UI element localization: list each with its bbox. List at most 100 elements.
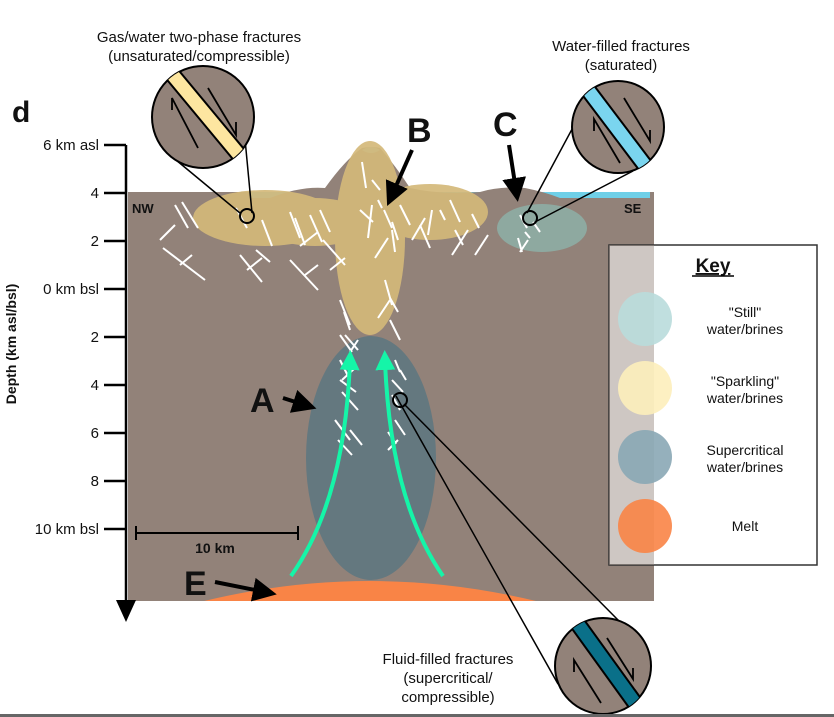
callout-water-filled-line1: Water-filled fractures — [552, 38, 690, 55]
orientation-nw: NW — [132, 201, 154, 216]
axis-arrow-icon — [116, 600, 136, 622]
key-label: Melt — [732, 518, 759, 534]
flow-arrow-right — [375, 350, 445, 578]
fracture-mark — [367, 204, 373, 239]
fracture-mark — [349, 429, 363, 446]
fracture-mark — [449, 199, 461, 223]
fracture-mark — [289, 259, 319, 291]
fracture-mark — [374, 237, 389, 259]
fracture-mark — [474, 234, 489, 256]
source-circle-fluid — [392, 392, 408, 408]
fracture-mark — [246, 257, 263, 271]
label-e: E — [184, 565, 207, 603]
fracture-mark — [419, 224, 431, 249]
fracture-mark — [255, 249, 271, 263]
key-swatch — [618, 292, 672, 346]
fracture-mark — [371, 179, 381, 191]
melt-zone — [204, 581, 536, 601]
fracture-mark — [179, 254, 193, 266]
fracture-mark — [439, 209, 446, 221]
fracture-mark — [399, 204, 411, 226]
fracture-mark — [343, 311, 351, 331]
key-label: water/brines — [706, 390, 783, 406]
fracture-mark — [289, 211, 301, 239]
axis-title: Depth (km asl/bsl) — [3, 284, 19, 405]
key-legend: Key "Still"water/brines"Sparkling"water/… — [608, 244, 818, 566]
depth-axis: 6 km asl 4 2 0 km bsl 2 4 6 8 10 km bsl Depth (k… — [3, 137, 136, 622]
fracture-mark — [341, 391, 359, 411]
source-circle-water — [522, 210, 538, 226]
axis-tick-label: 6 — [91, 425, 99, 442]
fracture-mark — [411, 217, 426, 241]
fracture-mark — [304, 264, 319, 276]
callout-fluid-filled-line2: (supercritical/ — [403, 670, 493, 687]
fracture-mark — [454, 229, 464, 246]
bottom-rule — [0, 714, 834, 717]
key-title: Key — [696, 256, 731, 277]
axis-tick-label: 4 — [91, 185, 99, 202]
fracture-mark — [329, 257, 346, 271]
axis-tick-label: 2 — [91, 233, 99, 250]
fracture-mark — [294, 217, 306, 246]
fracture-mark — [391, 379, 404, 393]
fracture-mark — [349, 339, 359, 353]
scale-bar-label: 10 km — [195, 540, 235, 556]
axis-tick-label: 4 — [91, 377, 99, 394]
fracture-mark — [159, 224, 176, 241]
axis-tick-label: 6 km asl — [43, 137, 99, 154]
fracture-mark — [261, 219, 273, 247]
axis-tick-label: 2 — [91, 329, 99, 346]
key-label: Supercritical — [706, 442, 783, 458]
fracture-mark — [359, 209, 374, 223]
fracture-mark — [339, 334, 353, 353]
fracture-mark — [519, 239, 529, 253]
fracture-mark — [299, 231, 319, 247]
fracture-mark — [344, 334, 359, 351]
label-b: B — [407, 112, 432, 150]
arrow-c — [502, 144, 527, 202]
axis-tick-label: 8 — [91, 473, 99, 490]
arrow-a — [282, 389, 317, 413]
key-label: water/brines — [706, 321, 783, 337]
callout-water-filled-line2: (saturated) — [585, 57, 658, 74]
fracture-mark — [391, 229, 396, 253]
key-swatch — [618, 361, 672, 415]
fracture-mark — [399, 369, 407, 381]
flow-arrow-left — [289, 350, 360, 578]
source-circle-gas — [239, 208, 255, 224]
key-label: water/brines — [706, 459, 783, 475]
fracture-mark — [427, 209, 433, 236]
axis-tick-label: 10 km bsl — [35, 521, 99, 538]
key-swatch — [618, 499, 672, 553]
supercritical-zone — [306, 336, 436, 580]
callout-fluid-filled-line1: Fluid-filled fractures — [383, 651, 514, 668]
callout-water-filled: Water-filled fractures (saturated) — [522, 38, 690, 226]
fracture-marks — [159, 161, 541, 456]
fracture-mark — [319, 209, 331, 233]
label-a: A — [250, 382, 275, 420]
callout-gas-water: Gas/water two-phase fractures (unsaturat… — [97, 29, 301, 224]
fracture-mark — [361, 161, 367, 189]
arrow-e — [214, 577, 277, 602]
fracture-mark — [451, 229, 469, 256]
key-label: "Still" — [729, 304, 762, 320]
orientation-se: SE — [624, 201, 642, 216]
fracture-mark — [389, 319, 401, 341]
arrow-b — [385, 149, 414, 206]
fracture-mark — [394, 359, 401, 373]
fracture-mark — [383, 209, 393, 229]
axis-tick-label: 0 km bsl — [43, 281, 99, 298]
fracture-mark — [162, 247, 206, 281]
scale-bar: 10 km — [135, 526, 299, 556]
fracture-mark — [391, 221, 399, 241]
key-label: "Sparkling" — [711, 373, 779, 389]
fracture-mark — [309, 214, 323, 243]
fracture-mark — [524, 231, 531, 239]
callout-gas-water-line2: (unsaturated/compressible) — [108, 48, 290, 65]
fracture-mark — [377, 199, 383, 209]
fracture-mark — [181, 201, 199, 229]
fracture-mark — [471, 213, 480, 229]
callout-fluid-filled: Fluid-filled fractures (supercritical/ c… — [383, 392, 652, 715]
still-water-zone — [497, 204, 587, 252]
